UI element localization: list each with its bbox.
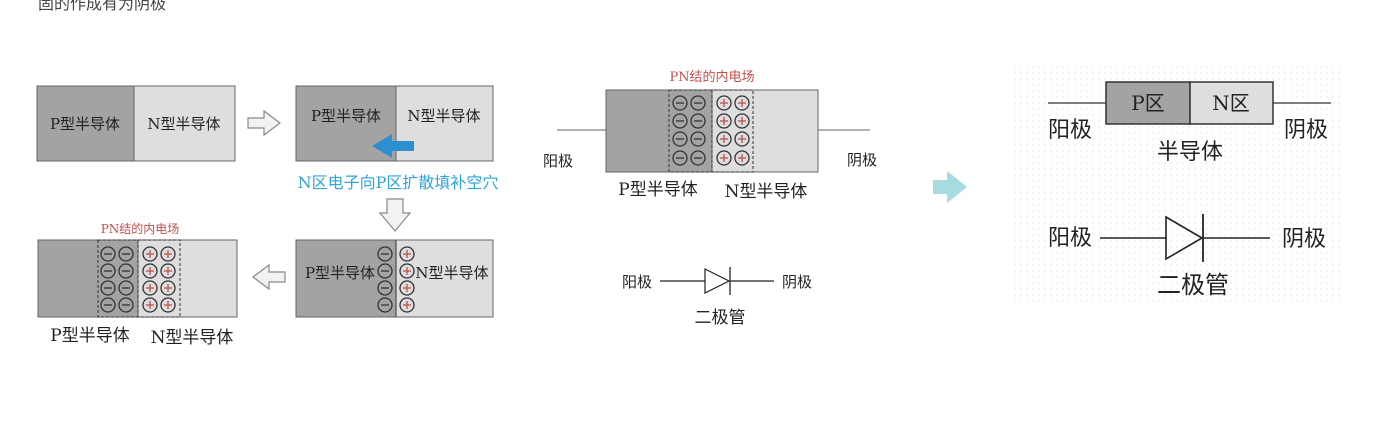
step3-n-region <box>395 239 494 318</box>
hollow-arrow-down-icon <box>378 198 412 232</box>
step4-p-region <box>37 239 139 318</box>
step3-block: P型半导体 N型半导体 <box>295 239 494 318</box>
middle-symbol-cathode: 阴极 <box>782 273 812 291</box>
middle-diode-symbol: 阳极 阴极 二极管 <box>622 267 812 328</box>
step1-n-region <box>133 85 236 162</box>
middle-symbol-anode: 阳极 <box>622 273 652 291</box>
step4-field-label: PN结的内电场 <box>101 221 180 236</box>
step3-n-label: N型半导体 <box>415 264 488 282</box>
step1-block: P型半导体 N型半导体 <box>36 85 236 162</box>
middle-anode-label: 阳极 <box>543 152 573 170</box>
middle-junction: PN结的内电场 阳极 阴极 P型半导体 N型半导体 <box>543 69 877 202</box>
step2-p-label: P型半导体 <box>311 107 381 125</box>
middle-depletion-region <box>668 89 754 173</box>
step1-p-label: P型半导体 <box>50 115 120 133</box>
middle-cathode-label: 阴极 <box>847 151 877 169</box>
right-symbol-anode: 阳极 <box>1048 226 1092 251</box>
diffusion-arrow-icon <box>372 134 414 158</box>
right-diode-triangle-icon <box>1165 215 1204 261</box>
step2-caption: N区电子向P区扩散填补空穴 <box>298 173 499 192</box>
step3-p-region <box>295 239 397 318</box>
right-symbol-cathode: 阴极 <box>1282 227 1326 252</box>
step4-n-region <box>137 239 238 318</box>
right-cathode-label: 阴极 <box>1284 118 1328 143</box>
middle-p-label: P型半导体 <box>618 180 697 200</box>
right-p-region-label: P区 <box>1131 91 1164 115</box>
right-anode-label: 阳极 <box>1048 118 1092 143</box>
middle-n-label: N型半导体 <box>725 182 808 202</box>
top-cut-text: 固的作成有为阴极 <box>38 0 167 13</box>
middle-symbol-caption: 二极管 <box>695 308 746 328</box>
step4-depletion-region <box>97 239 181 318</box>
right-n-region-label: N区 <box>1212 91 1250 115</box>
middle-n-region <box>711 89 819 173</box>
right-p-region <box>1105 81 1191 125</box>
step2-block: P型半导体 N型半导体 N区电子向P区扩散填补空穴 <box>295 85 499 192</box>
hollow-arrow-right-icon <box>247 109 281 137</box>
right-semiconductor-label: 半导体 <box>1157 140 1223 165</box>
step1-n-label: N型半导体 <box>147 115 220 133</box>
right-n-region <box>1189 81 1274 125</box>
diode-triangle-icon <box>704 268 731 294</box>
step4-p-label: P型半导体 <box>50 326 129 346</box>
step4-block: PN结的内电场 P型半导体 N型半导体 <box>37 221 238 348</box>
step3-p-label: P型半导体 <box>305 264 375 282</box>
cyan-arrow-right-icon <box>933 171 967 203</box>
hollow-arrow-left-icon <box>252 263 286 291</box>
right-symbol-caption: 二极管 <box>1157 271 1229 299</box>
step2-n-label: N型半导体 <box>407 107 480 125</box>
middle-field-label: PN结的内电场 <box>669 69 754 85</box>
right-panel: P区 N区 阳极 阴极 半导体 阳极 阴极 二极管 <box>1013 66 1341 303</box>
step4-n-label: N型半导体 <box>151 328 234 348</box>
middle-p-region <box>605 89 713 173</box>
